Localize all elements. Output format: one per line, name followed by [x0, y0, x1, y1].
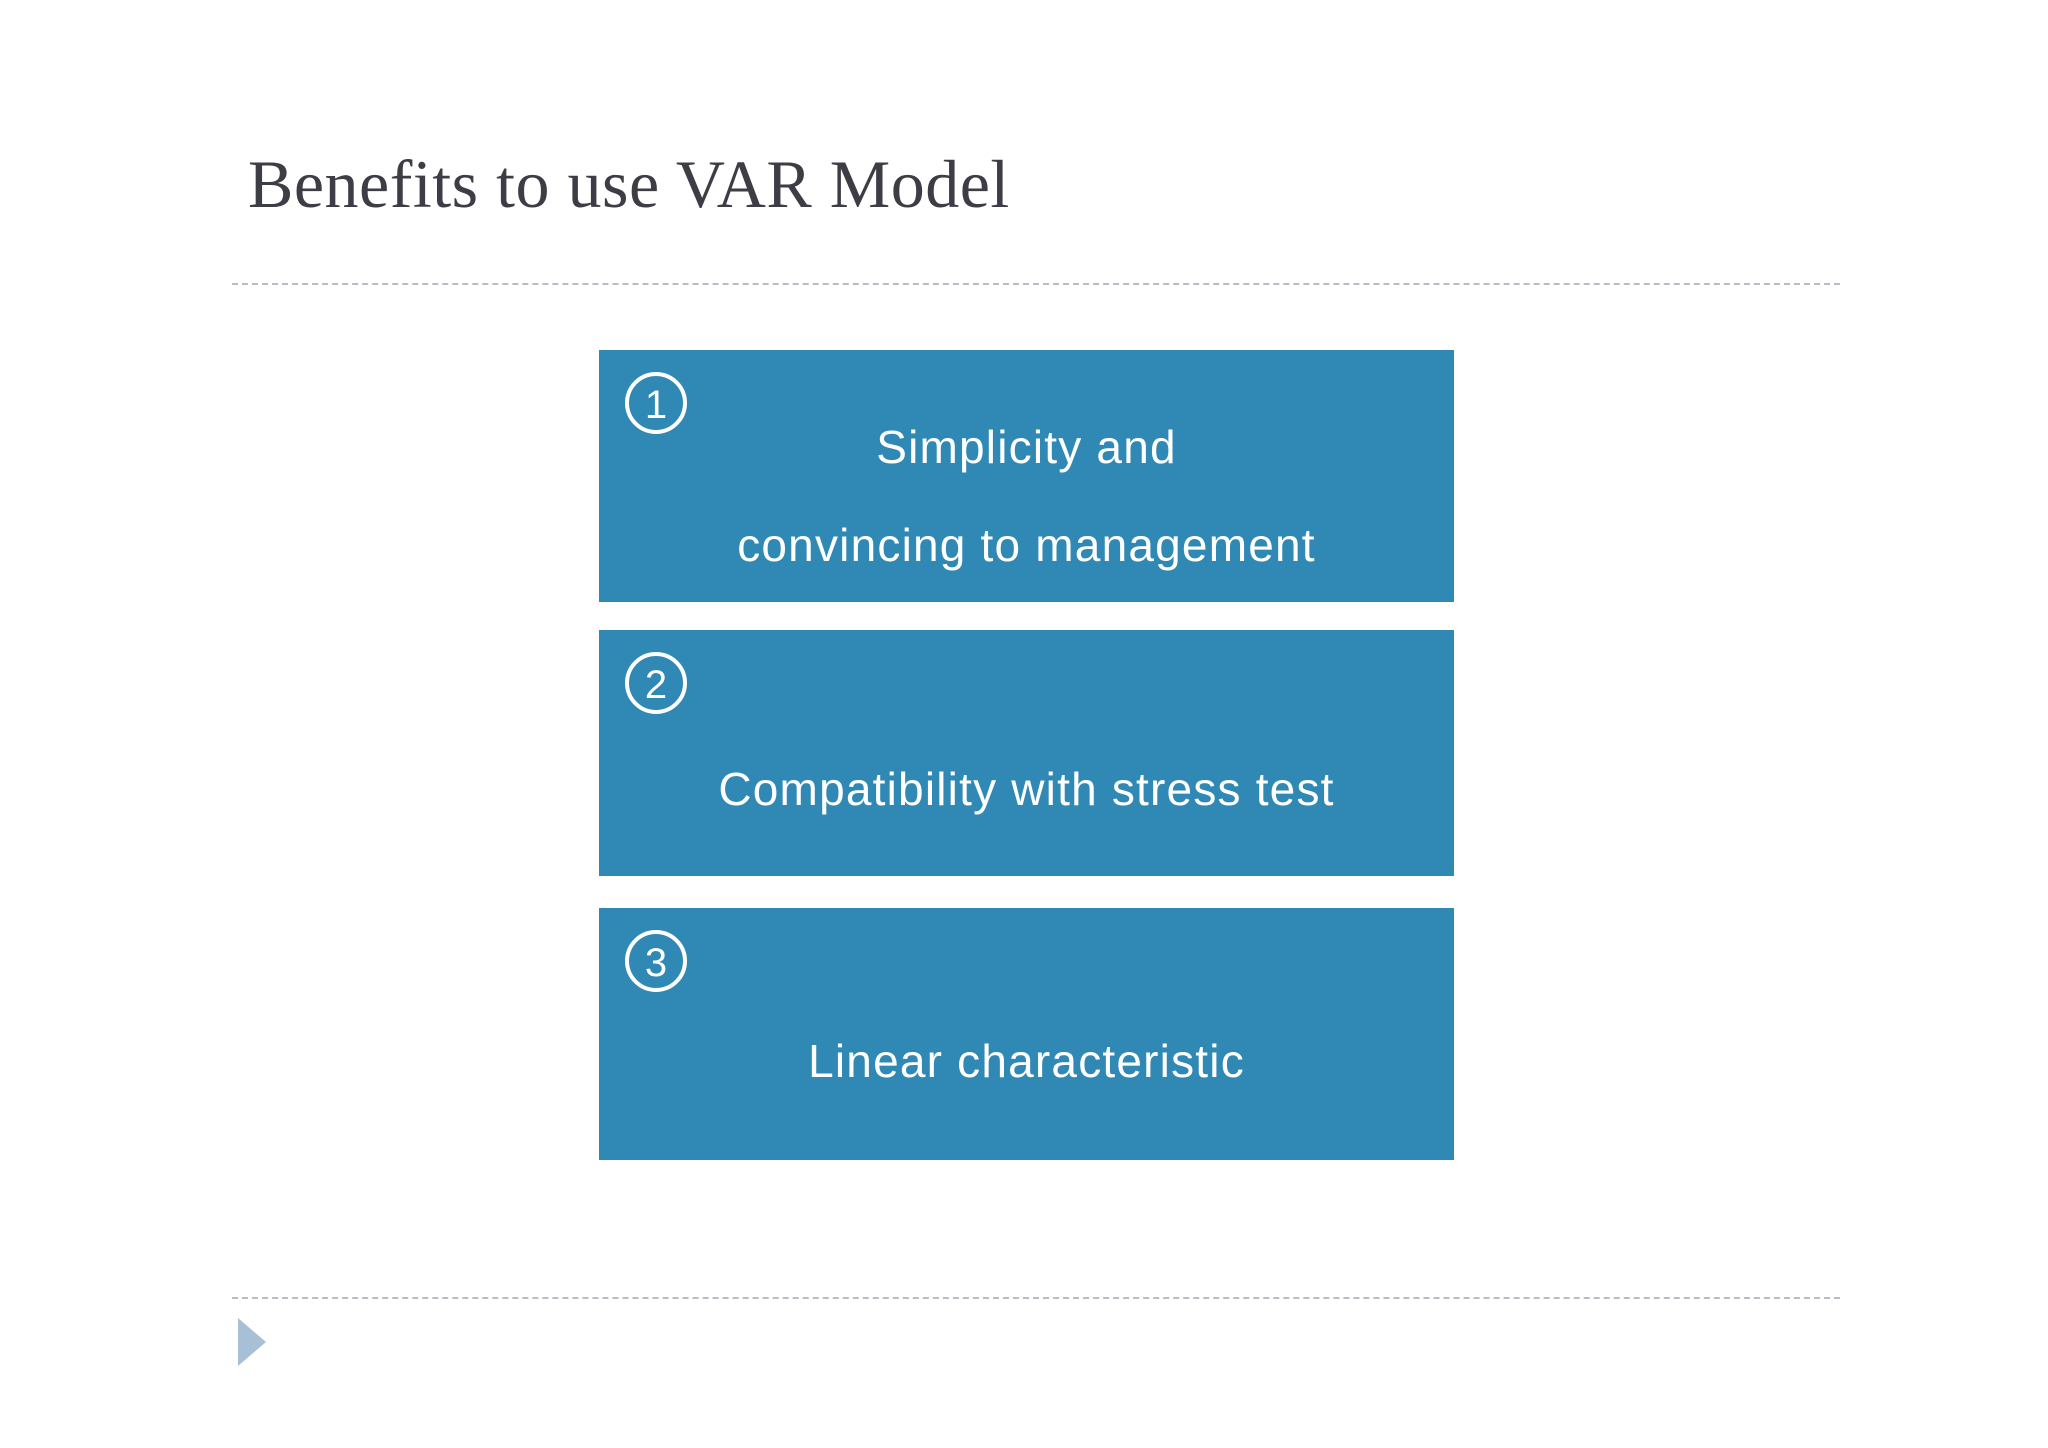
benefit-box-1[interactable]: 1 Simplicity and convincing to managemen… [599, 350, 1454, 602]
benefit-box-3[interactable]: 3 Linear characteristic [599, 908, 1454, 1160]
benefit-text-1: Simplicity and convincing to management [737, 421, 1316, 571]
benefit-text-2: Compatibility with stress test [718, 763, 1335, 815]
benefit-number-badge-1: 1 [625, 372, 687, 434]
benefit-number-badge-3: 3 [625, 930, 687, 992]
benefit-text-3: Linear characteristic [808, 1035, 1245, 1087]
benefit-number-badge-2: 2 [625, 652, 687, 714]
play-triangle-icon [238, 1318, 266, 1366]
benefit-box-2[interactable]: 2 Compatibility with stress test [599, 630, 1454, 876]
page-title: Benefits to use VAR Model [248, 146, 1010, 222]
title-divider-top [232, 283, 1840, 285]
footer-divider-bottom [232, 1297, 1840, 1299]
